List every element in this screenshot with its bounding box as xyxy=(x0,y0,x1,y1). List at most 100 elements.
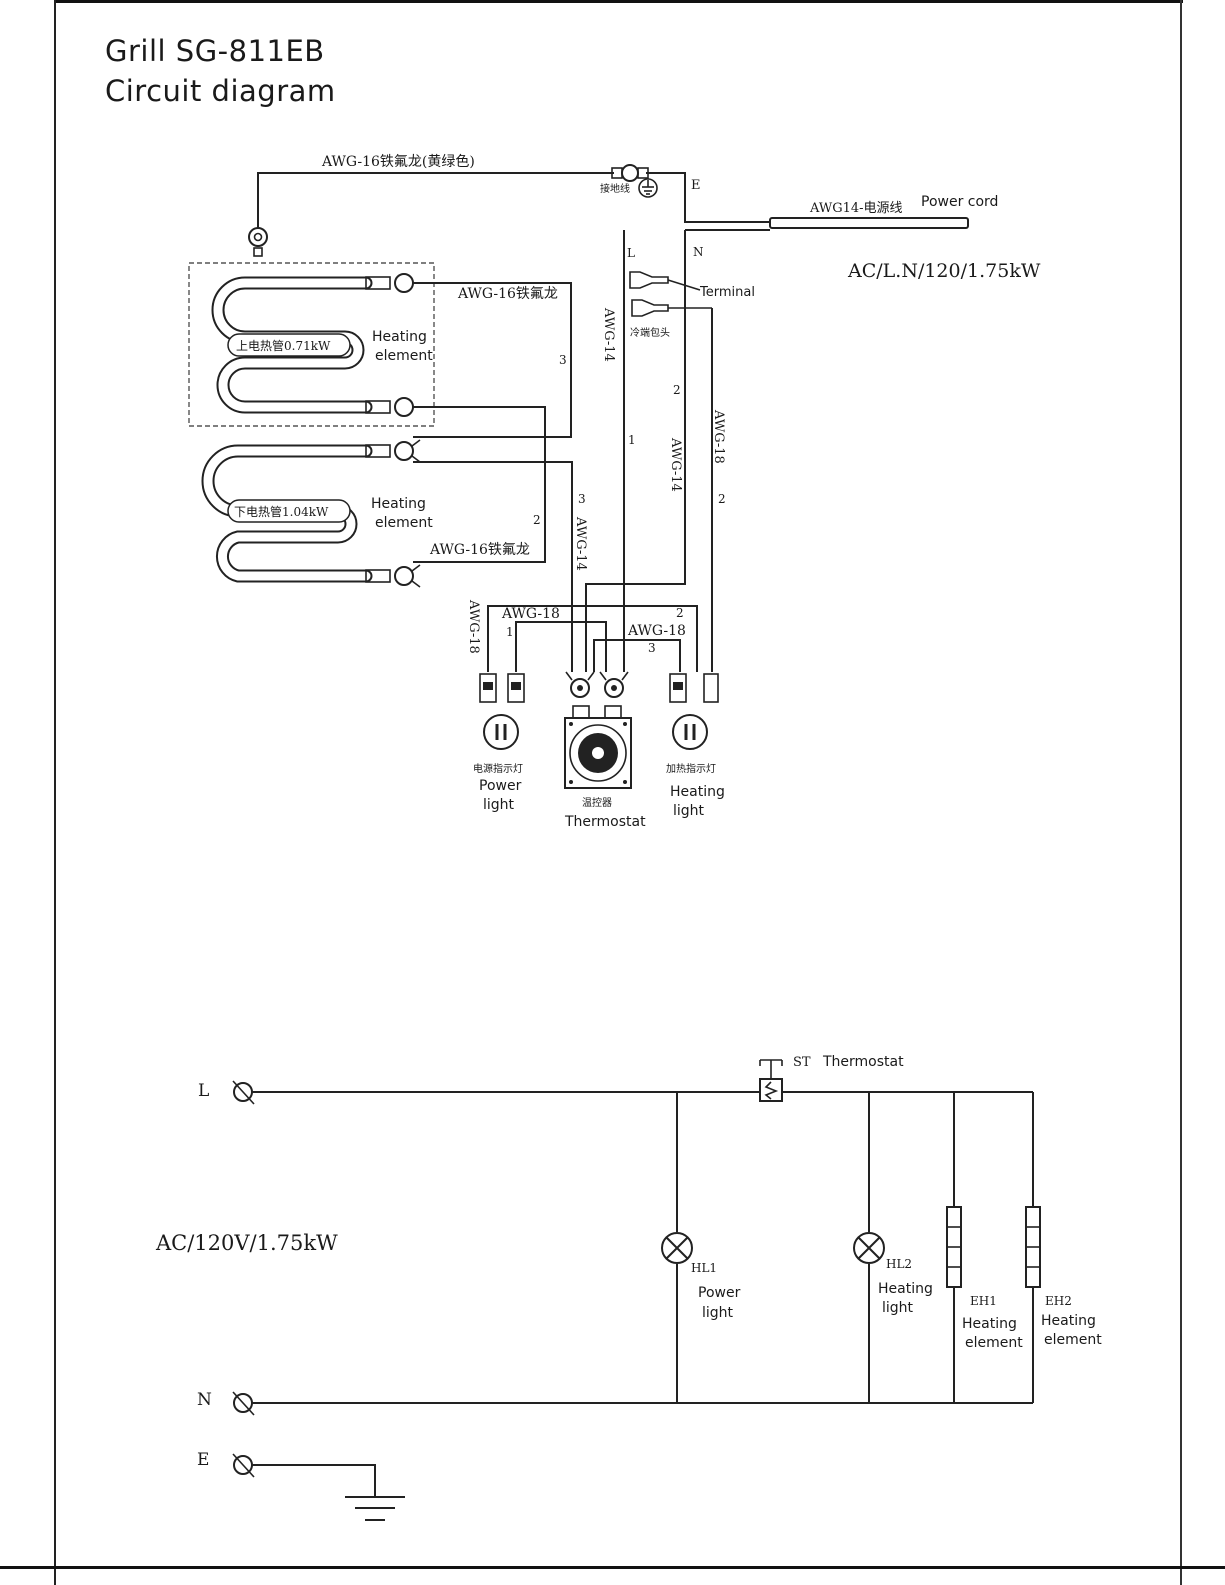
schematic-thermostat-icon xyxy=(759,1059,783,1102)
wire-2c-num: 2 xyxy=(718,492,726,506)
l-label: L xyxy=(627,246,635,260)
frame-right-border xyxy=(1180,0,1182,1585)
thermostat-label: Thermostat xyxy=(564,814,646,830)
schematic-thermostat-label: Thermostat xyxy=(822,1054,904,1070)
power-light-icon xyxy=(483,714,519,750)
lower-element-tag xyxy=(227,499,351,523)
upper-element-frame xyxy=(188,262,435,427)
hl1-desc-1: Power xyxy=(698,1285,741,1301)
power-cord xyxy=(685,217,969,231)
awg18-label-b: AWG-18 xyxy=(466,599,481,654)
power-cord-label-cn: AWG14-电源线 xyxy=(809,201,903,216)
wire-3-num: 3 xyxy=(559,353,567,367)
wire-1b-num: 1 xyxy=(506,625,514,639)
ring-terminal-icon xyxy=(248,227,268,257)
wire-3c-num: 3 xyxy=(648,641,656,655)
wire-power-light-to-heating-light xyxy=(487,605,698,672)
ground-wire xyxy=(257,172,614,228)
earth-label: E xyxy=(691,178,701,193)
power-light-label-1: Power xyxy=(479,778,522,794)
power-cord-label: Power cord xyxy=(921,194,998,210)
e-terminal-icon xyxy=(232,1453,255,1478)
hl1-lamp-icon xyxy=(661,1232,693,1264)
lower-element-label-cn: 下电热管1.04kW xyxy=(234,504,329,519)
frame-top-border xyxy=(55,0,1183,3)
eh2-desc-1: Heating xyxy=(1041,1313,1096,1329)
wire-3-upper-to-lower xyxy=(413,282,572,438)
wire-thermostat-to-heating-light xyxy=(593,639,681,672)
lower-element-label-2: element xyxy=(375,515,433,531)
e-wire xyxy=(252,1464,376,1497)
eh1-heater-icon xyxy=(946,1206,962,1288)
power-light-label-2: light xyxy=(483,797,515,813)
eh2-heater-icon xyxy=(1025,1206,1041,1288)
upper-element-tag xyxy=(227,333,351,357)
eh1-desc-1: Heating xyxy=(962,1316,1017,1332)
upper-heating-element xyxy=(211,273,414,417)
awg18-label-c: AWG-18 xyxy=(501,606,560,622)
eh2-label: EH2 xyxy=(1045,1294,1072,1308)
hl2-desc-2: light xyxy=(882,1300,914,1316)
page-subtitle: Circuit diagram xyxy=(105,74,336,108)
l-terminal-icon xyxy=(232,1080,255,1105)
power-light-connectors-icon xyxy=(479,673,525,703)
thermostat-label-cn: 温控器 xyxy=(582,796,612,809)
wiring-rating: AC/L.N/120/1.75kW xyxy=(847,260,1041,282)
terminal-label-cn: 冷端包头 xyxy=(630,326,670,339)
upper-wire-label: AWG-16铁氟龙 xyxy=(457,286,558,302)
hl1-label: HL1 xyxy=(691,1261,717,1275)
awg18-label-a: AWG-18 xyxy=(711,409,726,464)
upper-element-label-cn: 上电热管0.71kW xyxy=(236,338,331,353)
heating-light-label-cn: 加热指示灯 xyxy=(666,762,716,775)
wire-power-light-to-thermostat xyxy=(515,621,607,672)
schematic-st-label: ST xyxy=(793,1055,811,1070)
ground-to-cord-wire xyxy=(646,172,770,223)
n-label: N xyxy=(693,245,704,259)
lower-wire-label: AWG-16铁氟龙 xyxy=(429,542,530,558)
upper-element-label-2: element xyxy=(375,348,433,364)
awg18-label-d: AWG-18 xyxy=(627,623,686,639)
schematic-rating: AC/120V/1.75kW xyxy=(155,1231,338,1255)
power-light-label-cn: 电源指示灯 xyxy=(473,762,523,775)
heating-light-connectors-icon xyxy=(669,673,719,703)
schematic-e-label: E xyxy=(197,1450,209,1470)
eh1-desc-2: element xyxy=(965,1335,1023,1351)
eh2-desc-2: element xyxy=(1044,1332,1102,1348)
thermostat-ring-terminals-icon xyxy=(565,671,629,698)
heating-light-label-1: Heating xyxy=(670,784,725,800)
ground-label-cn: 接地线 xyxy=(600,182,630,195)
awg14-label-a: AWG-14 xyxy=(573,516,588,571)
wire-element-to-thermostat xyxy=(413,461,573,672)
ground-symbol-icon xyxy=(638,178,658,198)
schematic-l-label: L xyxy=(198,1081,209,1101)
schematic-diagram: L ST Thermostat AC/120V/1.75kW N E xyxy=(155,1054,1102,1521)
terminal-connector-icon xyxy=(629,271,712,317)
wiring-diagram: 接地线 AWG-16铁氟龙(黄绿色) E AWG14-电源线 Power cor… xyxy=(188,153,1041,830)
wire-3b-num: 3 xyxy=(578,492,586,506)
hl1-desc-2: light xyxy=(702,1305,734,1321)
frame-left-border xyxy=(54,0,56,1585)
terminal-label: Terminal xyxy=(699,285,755,300)
wire-2-upper-to-lower xyxy=(413,406,546,563)
heating-light-icon xyxy=(672,714,708,750)
schematic-n-label: N xyxy=(197,1390,212,1410)
lower-element-label-1: Heating xyxy=(371,496,426,512)
hl2-desc-1: Heating xyxy=(878,1281,933,1297)
ground-screw-icon xyxy=(611,164,649,182)
ground-wire-label: AWG-16铁氟龙(黄绿色) xyxy=(321,153,475,170)
page-title: Grill SG-811EB xyxy=(105,34,325,68)
upper-element-label-1: Heating xyxy=(372,329,427,345)
frame-bottom-border xyxy=(0,1566,1225,1569)
awg14-label-b: AWG-14 xyxy=(601,307,616,362)
n-terminal-icon xyxy=(232,1391,255,1416)
wire-1-num: 1 xyxy=(628,433,636,447)
wire-2b-num: 2 xyxy=(673,383,681,397)
wire-2-num: 2 xyxy=(533,513,541,527)
hl2-lamp-icon xyxy=(853,1232,885,1264)
heating-light-label-2: light xyxy=(673,803,705,819)
awg14-label-c: AWG-14 xyxy=(668,437,683,492)
hl2-label: HL2 xyxy=(886,1257,912,1271)
thermostat-icon xyxy=(564,705,632,789)
n-wire xyxy=(585,230,686,672)
